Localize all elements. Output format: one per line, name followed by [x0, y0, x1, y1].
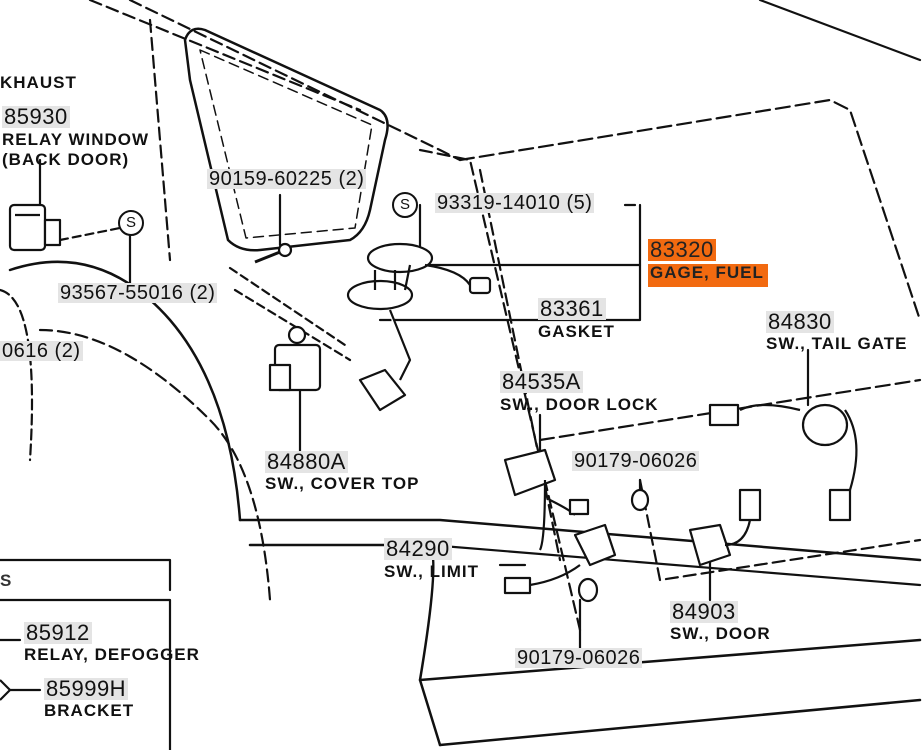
part-number-83361: 83361: [538, 296, 606, 321]
part-name-84880A: SW., COVER TOP: [265, 474, 420, 493]
part-name-84903: SW., DOOR: [670, 624, 771, 643]
switch-part-84830: [708, 403, 858, 522]
relay-part-85930: [8, 203, 62, 252]
part-number-84535A: 84535A: [500, 369, 583, 394]
rear-window-outline: [458, 98, 922, 322]
switch-part-84290: [503, 523, 617, 595]
part-number-84290: 84290: [384, 536, 452, 561]
part-name-83361: GASKET: [538, 322, 615, 341]
screw-s-symbol-top: S: [392, 192, 418, 218]
part-name-84830: SW., TAIL GATE: [766, 334, 908, 353]
part-name-85999H: BRACKET: [44, 701, 135, 720]
part-number-93319: 93319-14010 (5): [435, 192, 595, 214]
roof-edge-line: [88, 0, 362, 112]
part-number-85999H: 85999H: [44, 676, 129, 701]
part-name-85930-line1: RELAY WINDOW: [2, 130, 150, 149]
part-name-84290: SW., LIMIT: [384, 562, 479, 581]
fender-arch: [8, 260, 242, 522]
part-number-84830: 84830: [766, 309, 834, 334]
part-number-90179-upper: 90179-06026: [572, 450, 700, 472]
part-number-84903: 84903: [670, 599, 738, 624]
grommet-part-90179-lower: [577, 577, 599, 603]
switch-part-84903: [688, 488, 762, 567]
part-name-84535A: SW., DOOR LOCK: [500, 395, 659, 414]
fuel-gage-part-83320: [346, 242, 492, 412]
part-name-85912: RELAY, DEFOGGER: [24, 645, 200, 664]
quarter-window: [183, 27, 389, 252]
part-number-93567: 93567-55016 (2): [58, 282, 218, 304]
part-number-83320-highlighted: 83320: [648, 237, 716, 262]
part-number-0616: 0616 (2): [0, 340, 83, 362]
part-name-83320-highlighted: GAGE, FUEL: [648, 264, 768, 287]
part-number-90159: 90159-60225 (2): [207, 168, 367, 190]
edge-fragment-s: S: [0, 571, 13, 590]
screw-s-symbol: S: [118, 210, 144, 236]
switch-part-84880A: [268, 325, 322, 392]
screw-part-90159: [254, 242, 293, 264]
exhaust-label: KHAUST: [0, 73, 77, 92]
part-number-90179-lower: 90179-06026: [515, 647, 643, 669]
switch-part-84535A: [503, 448, 590, 551]
part-number-85912: 85912: [24, 620, 92, 645]
part-number-85930: 85930: [2, 104, 70, 129]
part-number-84880A: 84880A: [265, 449, 348, 474]
grommet-part-90179-upper: [630, 488, 650, 512]
part-name-85930-line2: (BACK DOOR): [2, 150, 130, 169]
bracket-part-85999H: [0, 679, 12, 701]
